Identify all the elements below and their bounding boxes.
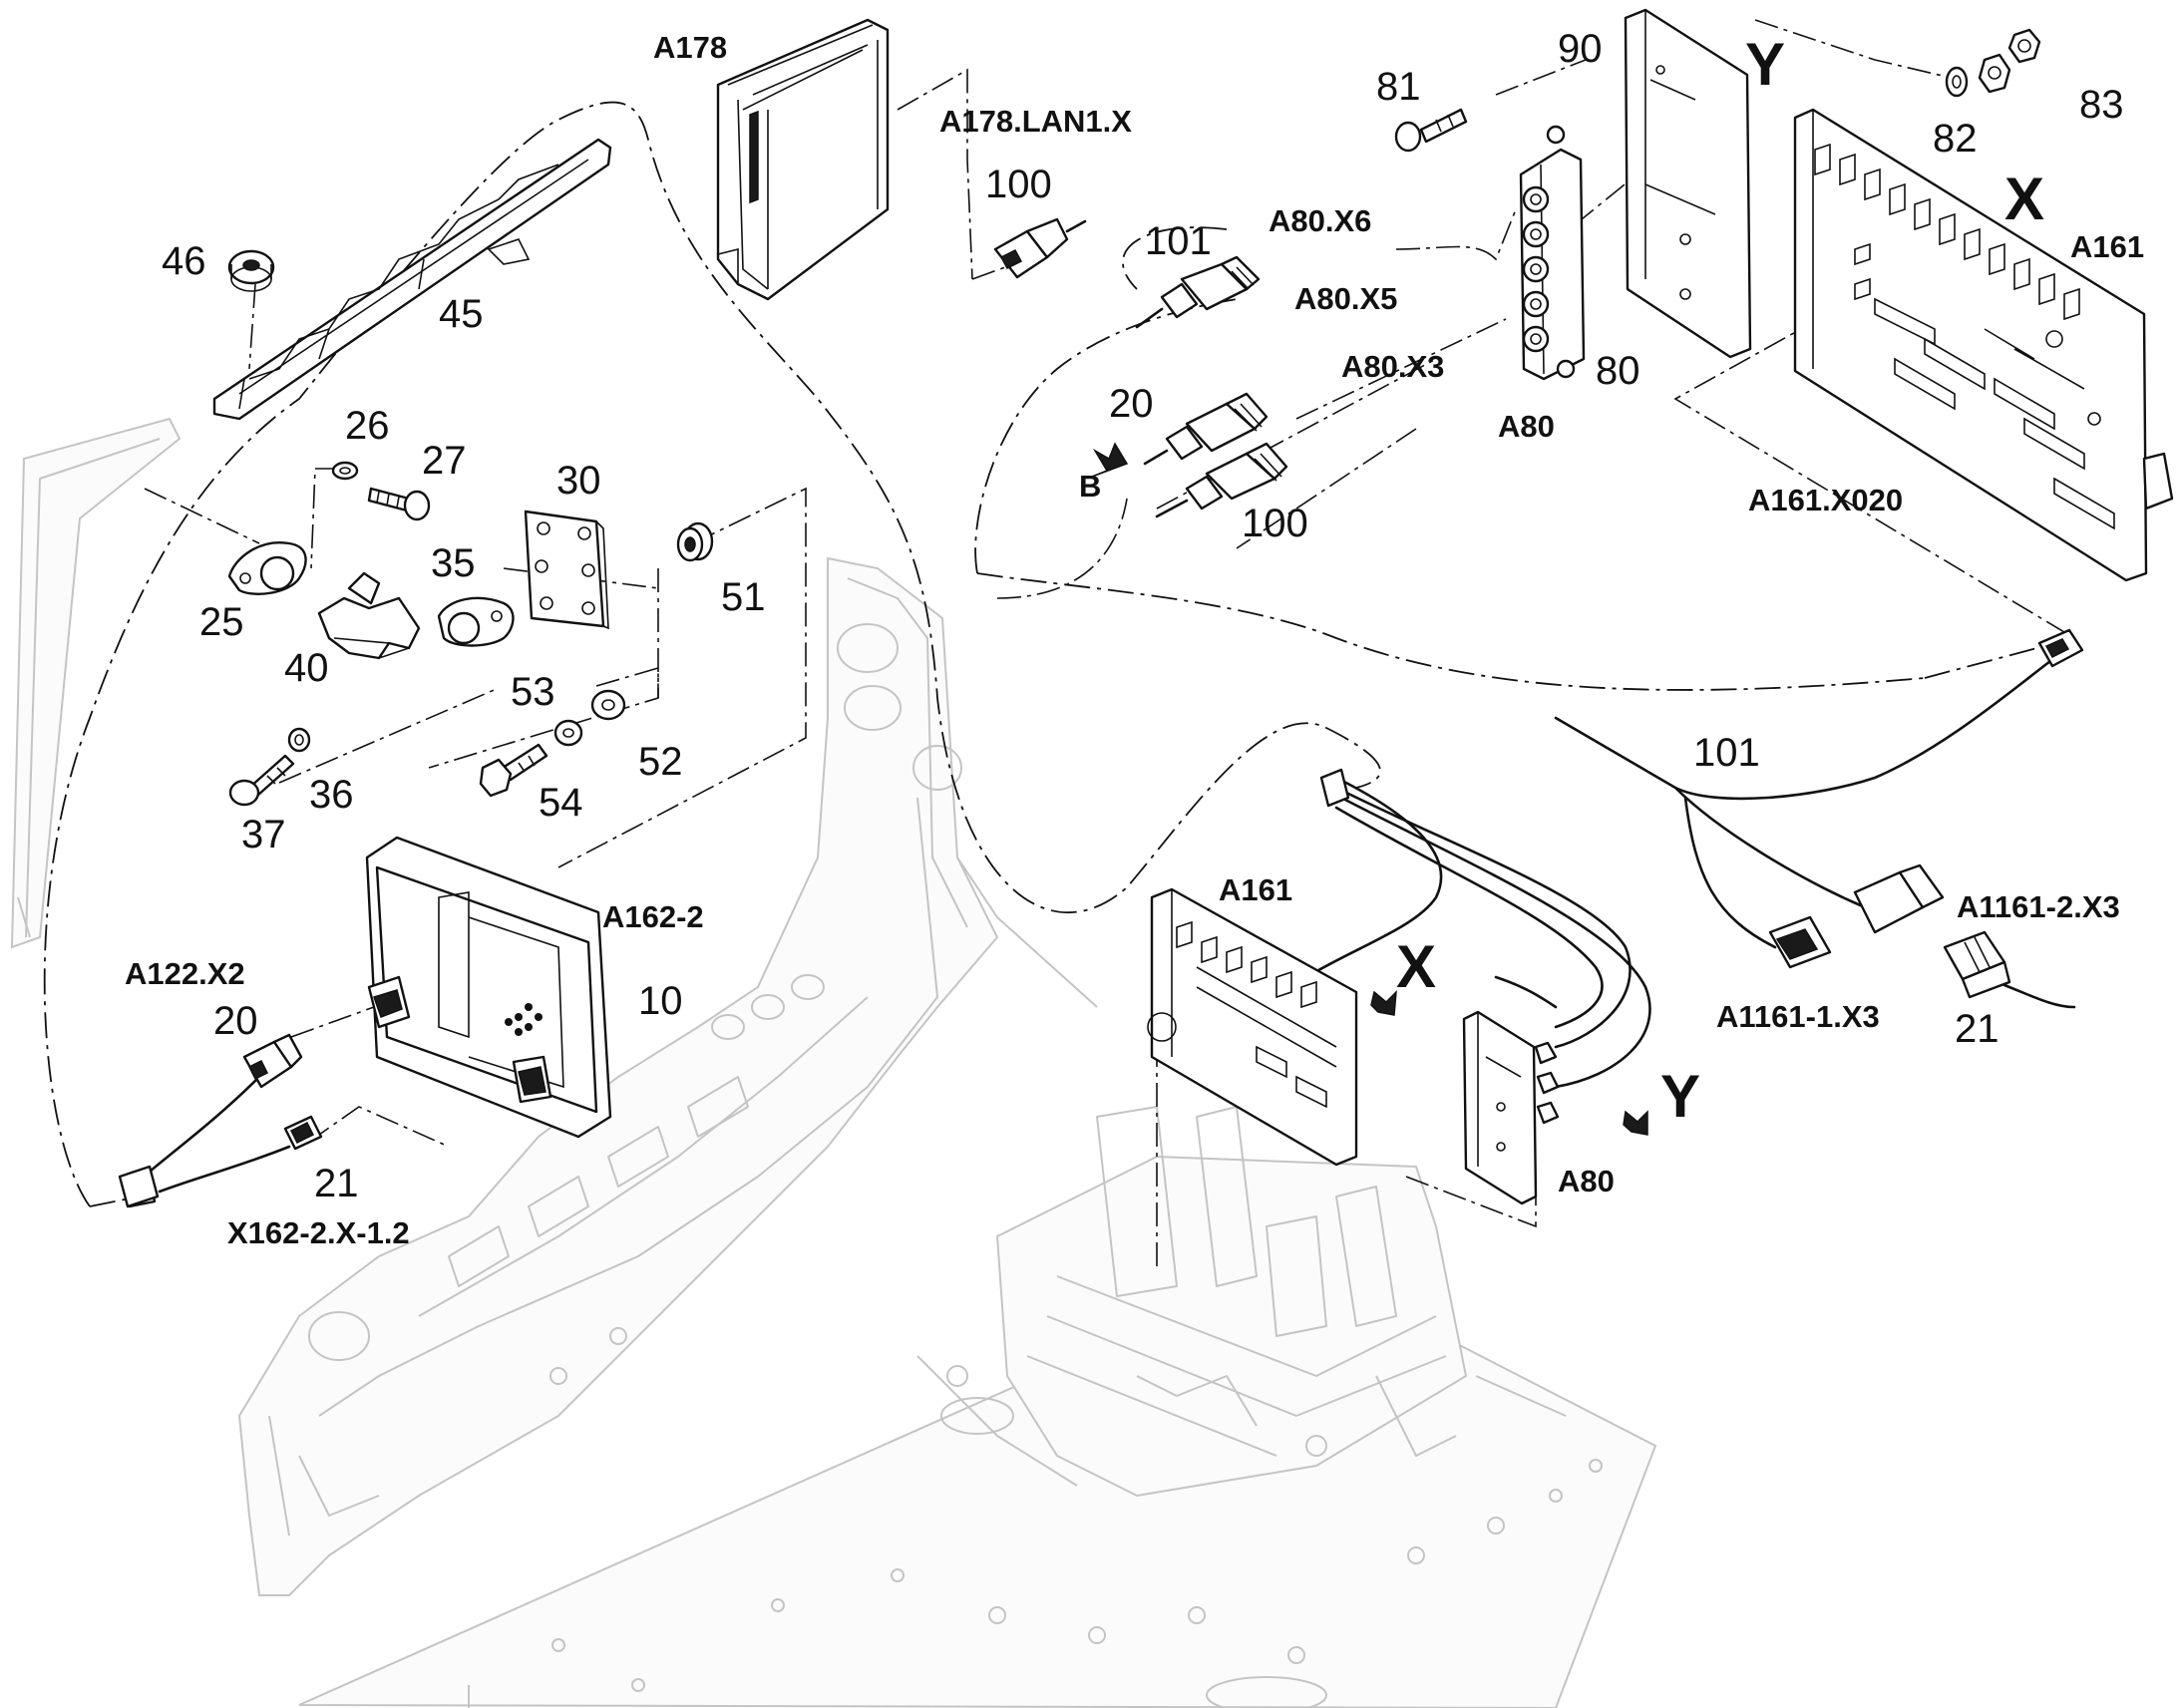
ref-a161-x020: A161.X020 xyxy=(1748,483,1903,517)
bolt-part-54 xyxy=(479,743,548,798)
num-45: 45 xyxy=(439,292,484,336)
module-a178 xyxy=(716,18,890,301)
label-y-top: Y xyxy=(1745,31,1785,98)
num-100-mid: 100 xyxy=(1242,502,1308,545)
ref-a80-bottom: A80 xyxy=(1558,1164,1615,1198)
washer-part-36 xyxy=(287,727,311,753)
num-101-mid: 101 xyxy=(1693,731,1760,775)
washer-part-26 xyxy=(331,461,359,481)
label-x-bottom: X xyxy=(1396,933,1436,1000)
labels: X X Y Y B A178 A178.LAN1.X A80.X6 A80.X5… xyxy=(125,27,2144,1250)
ref-a162-2: A162-2 xyxy=(602,899,704,934)
connector-part-100-mid xyxy=(1155,442,1288,518)
ref-a80-x5: A80.X5 xyxy=(1294,281,1397,316)
washer-part-53 xyxy=(553,719,583,747)
cable-harness-bottom xyxy=(1304,768,1651,1089)
label-x-top: X xyxy=(2004,166,2044,232)
plate-part-90 xyxy=(1624,8,1752,359)
screw-part-37 xyxy=(228,754,295,807)
connector-part-101-top xyxy=(1135,255,1261,329)
ref-a1161-2-x3: A1161-2.X3 xyxy=(1957,889,2120,924)
ref-a1161-1-x3: A1161-1.X3 xyxy=(1716,999,1880,1034)
ref-a178: A178 xyxy=(653,30,727,65)
num-21-left: 21 xyxy=(314,1162,359,1205)
num-20-top: 20 xyxy=(1109,382,1154,426)
num-36: 36 xyxy=(309,773,354,817)
rail-part-45 xyxy=(212,138,612,421)
num-80: 80 xyxy=(1596,349,1640,393)
num-90: 90 xyxy=(1558,27,1603,71)
screw-part-81 xyxy=(1394,108,1468,153)
connector-part-20-top xyxy=(1143,392,1269,466)
num-26: 26 xyxy=(345,404,390,448)
ref-a122-x2: A122.X2 xyxy=(125,956,245,991)
board-a161-top xyxy=(1793,108,2174,582)
num-20-left: 20 xyxy=(213,999,258,1043)
bracket-part-25 xyxy=(227,541,307,595)
arrow-b xyxy=(1091,442,1129,478)
num-52: 52 xyxy=(638,740,683,784)
num-21-right: 21 xyxy=(1955,1007,1999,1051)
num-46: 46 xyxy=(162,239,206,283)
ref-a80-top: A80 xyxy=(1498,409,1555,444)
num-83: 83 xyxy=(2079,83,2124,127)
num-101-top: 101 xyxy=(1145,219,1212,263)
ref-a161-bottom: A161 xyxy=(1219,872,1292,907)
num-54: 54 xyxy=(539,781,583,825)
clamp-part-40 xyxy=(317,571,421,660)
num-82: 82 xyxy=(1933,117,1978,161)
nut-part-83 xyxy=(1978,28,2041,94)
num-40: 40 xyxy=(284,646,329,690)
num-53: 53 xyxy=(511,670,555,714)
plate-a80-bottom xyxy=(1462,1010,1560,1205)
num-30: 30 xyxy=(556,459,601,503)
arrow-y-bottom xyxy=(1623,1110,1648,1136)
grommet-part-46 xyxy=(227,249,275,292)
grommet-part-51 xyxy=(676,521,714,562)
ref-a80-x6: A80.X6 xyxy=(1269,203,1371,238)
num-25: 25 xyxy=(199,600,244,644)
ref-a80-x3: A80.X3 xyxy=(1341,349,1444,384)
terminal-block-a80-top xyxy=(1519,125,1586,381)
num-37: 37 xyxy=(241,813,286,856)
plate-part-30 xyxy=(524,510,609,630)
num-35: 35 xyxy=(431,541,476,585)
num-51: 51 xyxy=(721,575,766,619)
screw-part-27 xyxy=(367,487,431,521)
background-frame xyxy=(10,417,1657,1708)
ref-a178-lan1-x: A178.LAN1.X xyxy=(939,104,1132,139)
board-a161-bottom xyxy=(1147,887,1358,1167)
ref-x162-2-x-1-2: X162-2.X-1.2 xyxy=(227,1215,410,1250)
cable-harness-right xyxy=(1554,628,2084,1009)
arrow-x-bottom xyxy=(1370,990,1397,1016)
num-81: 81 xyxy=(1376,65,1421,109)
bracket-part-35 xyxy=(437,596,515,647)
group-outlines xyxy=(43,101,2075,1207)
label-y-bottom: Y xyxy=(1660,1063,1700,1130)
parts xyxy=(118,8,2174,1208)
washer-part-52 xyxy=(590,689,626,721)
washer-part-82 xyxy=(1945,66,1969,98)
display-part-10 xyxy=(365,836,612,1139)
label-b: B xyxy=(1079,469,1101,504)
num-10: 10 xyxy=(638,979,683,1023)
connector-part-100-top xyxy=(993,217,1087,279)
connector-x162 xyxy=(118,1165,160,1208)
num-27: 27 xyxy=(422,439,467,483)
ref-a161-top: A161 xyxy=(2070,229,2144,264)
num-100-top: 100 xyxy=(985,163,1052,206)
